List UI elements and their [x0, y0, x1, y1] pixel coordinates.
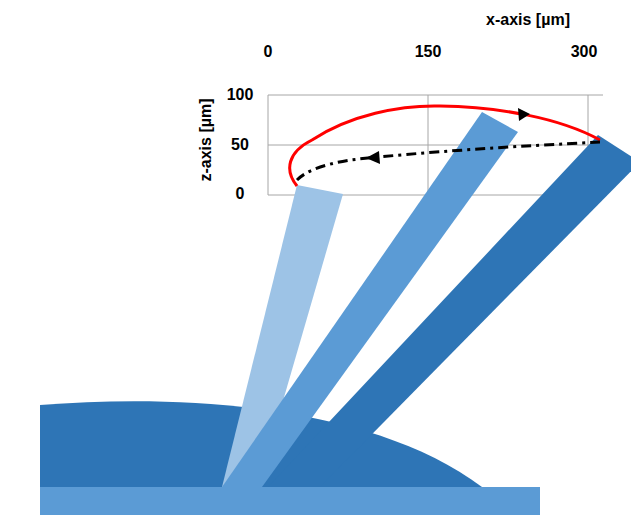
axis-title: x-axis [µm]: [486, 12, 570, 28]
tick-label: 100: [227, 87, 254, 103]
tick-label: 50: [231, 137, 249, 153]
forward-path: [290, 106, 600, 186]
tick-label: 300: [571, 44, 598, 60]
flap-end: [268, 135, 631, 487]
arrow-head: [366, 151, 380, 164]
return-path: [297, 142, 600, 180]
tick-label: 150: [415, 44, 442, 60]
tick-label: 0: [264, 44, 273, 60]
tick-label: 0: [236, 186, 245, 202]
axis-title: z-axis [µm]: [198, 98, 214, 181]
arrow-head: [518, 108, 530, 121]
base-plate: [40, 487, 540, 515]
